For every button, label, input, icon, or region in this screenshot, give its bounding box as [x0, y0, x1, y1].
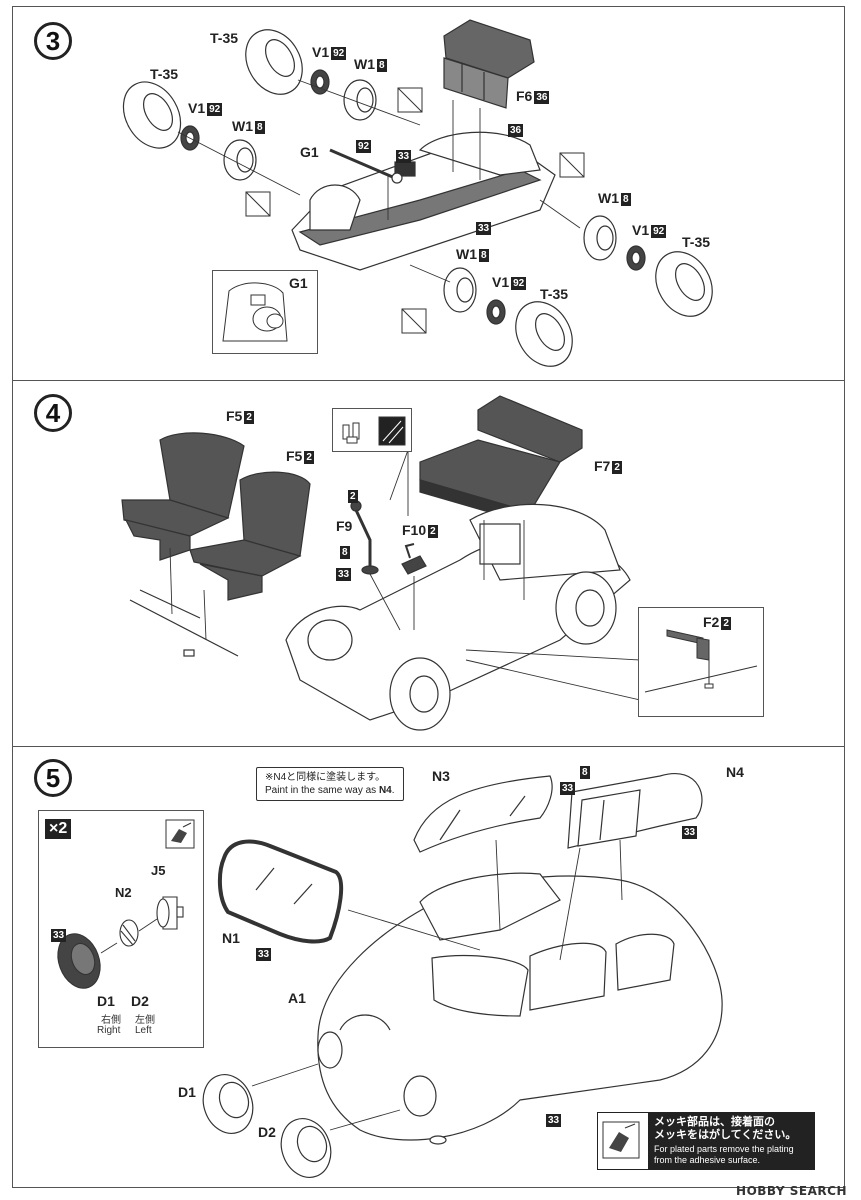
watermark: HOBBY SEARCH [736, 1184, 847, 1198]
label-a1: A1 [288, 990, 306, 1006]
label-n2: N2 [115, 885, 132, 900]
paint-note-jp: ※N4と同様に塗装します。 [265, 772, 386, 783]
label-g1: G1 [300, 144, 319, 160]
label-t35-bottom: T-35 [540, 286, 569, 302]
badge-33-center: 33 [396, 150, 412, 163]
label-right-jp: 右側 [101, 1015, 121, 1026]
label-d2: D2 [258, 1124, 276, 1140]
badge-n1-33: 33 [256, 948, 272, 961]
warning-text: メッキ部品は、接着面の メッキをはがしてください。 For plated par… [648, 1113, 814, 1169]
label-t35-right: T-35 [682, 234, 711, 250]
gear-detail-icon [222, 282, 288, 342]
quantity-x2-badge: ×2 [45, 819, 72, 839]
inset-headlight-detail: ×2 N2 J5 33 D1 D2 右側 左側 Right Left [38, 810, 204, 1048]
badge-n4-8: 8 [580, 766, 590, 779]
label-n1: N1 [222, 930, 240, 946]
plating-remove-icon [165, 819, 195, 849]
paint-note-en: Paint in the same way as N4. [265, 785, 395, 796]
plating-warning-box: メッキ部品は、接着面の メッキをはがしてください。 For plated par… [597, 1112, 815, 1170]
badge-f9-2: 2 [348, 490, 358, 503]
label-left-en: Left [135, 1025, 152, 1036]
badge-f9-8: 8 [340, 546, 350, 559]
badge-inset-33: 33 [51, 929, 67, 942]
paint-guide-box [332, 408, 412, 452]
step-number-4: 4 [34, 394, 72, 432]
badge-n4-33a: 33 [560, 782, 576, 795]
divider-4-5 [12, 746, 845, 747]
label-n3: N3 [432, 768, 450, 784]
step-number-5: 5 [34, 759, 72, 797]
paint-brush-icon [342, 416, 406, 446]
label-t35-left: T-35 [150, 66, 179, 82]
badge-g1-92: 92 [356, 140, 372, 153]
warning-jp-line1: メッキ部品は、接着面の [654, 1116, 775, 1128]
badge-n4-33b: 33 [682, 826, 698, 839]
label-inset-d2: D2 [131, 993, 149, 1009]
label-left-jp: 左側 [135, 1015, 155, 1026]
label-inset-d1: D1 [97, 993, 115, 1009]
label-t35-top: T-35 [210, 30, 239, 46]
divider-3-4 [12, 380, 845, 381]
label-f9: F9 [336, 518, 353, 534]
label-right-en: Right [97, 1025, 121, 1036]
plating-remove-icon [602, 1121, 640, 1159]
step-number-3: 3 [34, 22, 72, 60]
label-d1: D1 [178, 1084, 196, 1100]
bracket-detail-icon [644, 629, 758, 693]
label-j5: J5 [151, 863, 166, 878]
headlight-parts-drawing [57, 896, 184, 989]
paint-note: ※N4と同様に塗装します。 Paint in the same way as N… [256, 767, 404, 801]
badge-33-chassis: 33 [476, 222, 492, 235]
label-g1-inset: G1 [289, 275, 308, 291]
instruction-sheet [12, 6, 845, 1188]
badge-36: 36 [508, 124, 524, 137]
warning-jp-line2: メッキをはがしてください。 [654, 1129, 797, 1141]
badge-f9-33: 33 [336, 568, 352, 581]
badge-a1-33: 33 [546, 1114, 562, 1127]
label-n4: N4 [726, 764, 744, 780]
inset-g1-detail: G1 [212, 270, 318, 354]
